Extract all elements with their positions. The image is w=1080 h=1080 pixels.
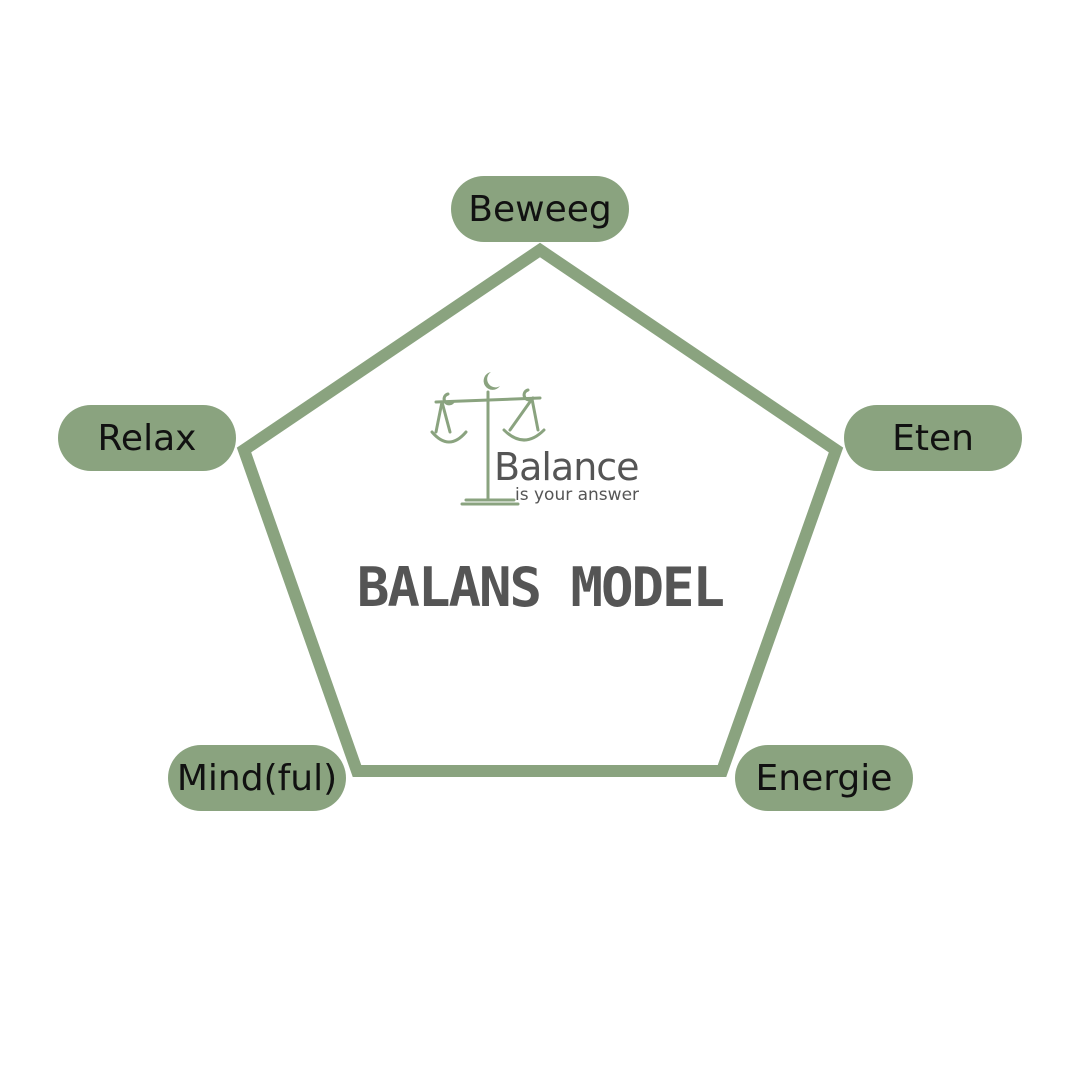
diagram-title: BALANS MODEL — [356, 556, 725, 619]
node-relax: Relax — [58, 405, 236, 471]
pentagon-outline — [236, 242, 844, 777]
node-beweeg: Beweeg — [451, 176, 629, 242]
node-label: Eten — [892, 417, 974, 459]
node-mindful: Mind(ful) — [168, 745, 346, 811]
node-eten: Eten — [844, 405, 1022, 471]
balance-logo: Balance is your answer — [428, 368, 658, 510]
logo-wordmark: Balance — [494, 445, 640, 489]
node-label: Relax — [97, 417, 197, 459]
logo-tagline: is your answer — [515, 485, 640, 505]
node-label: Energie — [755, 757, 893, 799]
node-label: Beweeg — [468, 188, 612, 230]
node-label: Mind(ful) — [176, 757, 338, 799]
scales-icon — [430, 372, 546, 506]
node-energie: Energie — [735, 745, 913, 811]
